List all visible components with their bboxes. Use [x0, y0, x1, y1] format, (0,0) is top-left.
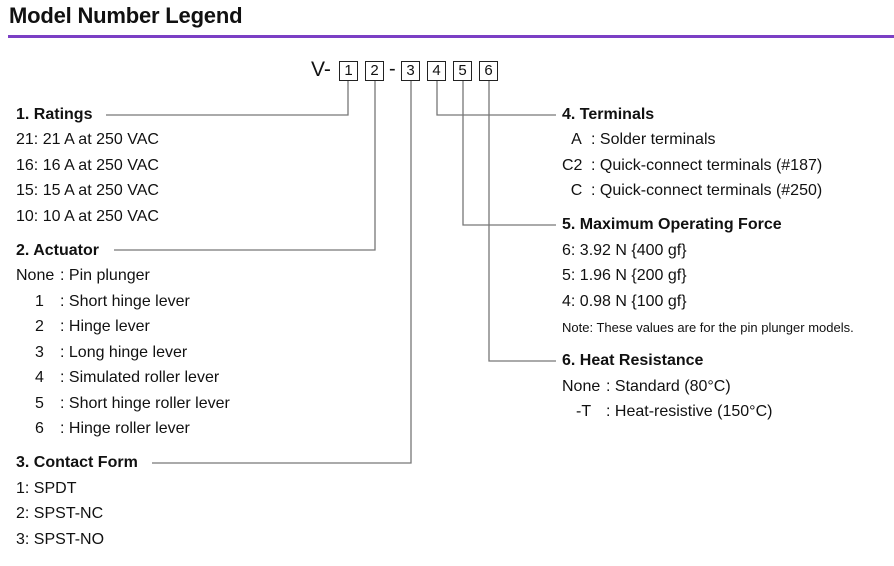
item-key: 21:	[16, 131, 39, 148]
item-value: 21 A at 250 VAC	[42, 131, 159, 148]
item-key: 16:	[16, 157, 39, 174]
item-key: 3:	[16, 531, 30, 548]
item-value: SPST-NC	[33, 505, 104, 522]
item-value: : Long hinge lever	[60, 344, 188, 361]
item-key: C	[570, 182, 583, 199]
connector-actuator	[114, 81, 376, 251]
item-value: SPST-NO	[33, 531, 105, 548]
connector-ratings	[106, 81, 349, 116]
item-key: 10:	[16, 208, 39, 225]
connector-heat-resistance	[488, 81, 556, 362]
item-value: : Quick-connect terminals (#187)	[591, 157, 823, 174]
section-title-ratings: 1. Ratings	[16, 106, 93, 123]
section-title-actuator: 2. Actuator	[16, 242, 99, 259]
list-item: 2 : Hinge lever	[16, 317, 150, 337]
item-key: A	[571, 131, 582, 148]
section-title-heat-resistance: 6. Heat Resistance	[562, 352, 704, 369]
code-box-6: 6	[479, 61, 498, 81]
item-key: 2	[35, 318, 44, 335]
list-item: 1 : Short hinge lever	[16, 292, 190, 312]
item-value: : Short hinge lever	[60, 293, 190, 310]
list-item: 6: 3.92 N {400 gf}	[562, 241, 687, 261]
model-code-separator: -	[389, 58, 396, 80]
item-key: 4:	[562, 293, 576, 310]
list-item: 15: 15 A at 250 VAC	[16, 181, 159, 201]
item-key: 4	[35, 369, 44, 386]
item-key: 1:	[16, 480, 30, 497]
item-value: : Standard (80°C)	[606, 378, 731, 395]
model-code-prefix: V-	[311, 58, 331, 81]
item-value: 0.98 N {100 gf}	[579, 293, 687, 310]
list-item: 21: 21 A at 250 VAC	[16, 130, 159, 150]
item-key: -T	[576, 403, 592, 420]
list-item: -T : Heat-resistive (150°C)	[562, 402, 772, 422]
item-value: : Quick-connect terminals (#250)	[591, 182, 823, 199]
item-value: 1.96 N {200 gf}	[579, 267, 687, 284]
item-value: 15 A at 250 VAC	[42, 182, 159, 199]
item-key: 5:	[562, 267, 576, 284]
connector-operating-force	[462, 81, 556, 226]
item-key: 1	[35, 293, 44, 310]
item-key: 5	[35, 395, 44, 412]
connector-terminals	[436, 81, 556, 116]
list-item: 10: 10 A at 250 VAC	[16, 207, 159, 227]
list-item: A : Solder terminals	[562, 130, 716, 150]
item-value: 16 A at 250 VAC	[42, 157, 159, 174]
item-key: 15:	[16, 182, 39, 199]
item-value: 3.92 N {400 gf}	[579, 242, 687, 259]
code-box-3: 3	[401, 61, 420, 81]
list-item: C : Quick-connect terminals (#250)	[562, 181, 822, 201]
list-item: 4: 0.98 N {100 gf}	[562, 292, 687, 312]
section-title-contact-form: 3. Contact Form	[16, 454, 138, 471]
list-item: None : Pin plunger	[16, 266, 150, 286]
list-item: 5 : Short hinge roller lever	[16, 394, 230, 414]
list-item: None : Standard (80°C)	[562, 377, 731, 397]
page-title: Model Number Legend	[9, 3, 243, 28]
item-value: : Hinge roller lever	[60, 420, 190, 437]
code-box-1: 1	[339, 61, 358, 81]
list-item: 6 : Hinge roller lever	[16, 419, 190, 439]
item-key: 6:	[562, 242, 576, 259]
section-title-terminals: 4. Terminals	[562, 106, 655, 123]
item-key: 2:	[16, 505, 30, 522]
item-key: 3	[35, 344, 44, 361]
list-item: 3 : Long hinge lever	[16, 343, 187, 363]
list-item: 2: SPST-NC	[16, 504, 103, 524]
code-box-4: 4	[427, 61, 446, 81]
list-item: 3: SPST-NO	[16, 530, 104, 550]
item-key: None	[16, 267, 55, 284]
list-item: 1: SPDT	[16, 479, 76, 499]
item-value: SPDT	[33, 480, 77, 497]
item-value: : Short hinge roller lever	[60, 395, 230, 412]
item-key: 6	[35, 420, 44, 437]
list-item: 4 : Simulated roller lever	[16, 368, 219, 388]
item-value: : Heat-resistive (150°C)	[606, 403, 773, 420]
item-value: 10 A at 250 VAC	[42, 208, 159, 225]
code-box-5: 5	[453, 61, 472, 81]
item-value: : Hinge lever	[60, 318, 150, 335]
item-value: : Simulated roller lever	[60, 369, 220, 386]
list-item: C2 : Quick-connect terminals (#187)	[562, 156, 822, 176]
item-key: C2	[562, 157, 583, 174]
operating-force-note: Note: These values are for the pin plung…	[562, 320, 854, 335]
item-key: None	[562, 378, 601, 395]
title-divider	[8, 35, 894, 38]
item-value: : Pin plunger	[60, 267, 150, 284]
list-item: 5: 1.96 N {200 gf}	[562, 266, 687, 286]
connector-contact-form	[152, 81, 412, 464]
code-box-2: 2	[365, 61, 384, 81]
item-value: : Solder terminals	[591, 131, 716, 148]
list-item: 16: 16 A at 250 VAC	[16, 156, 159, 176]
section-title-operating-force: 5. Maximum Operating Force	[562, 216, 782, 233]
